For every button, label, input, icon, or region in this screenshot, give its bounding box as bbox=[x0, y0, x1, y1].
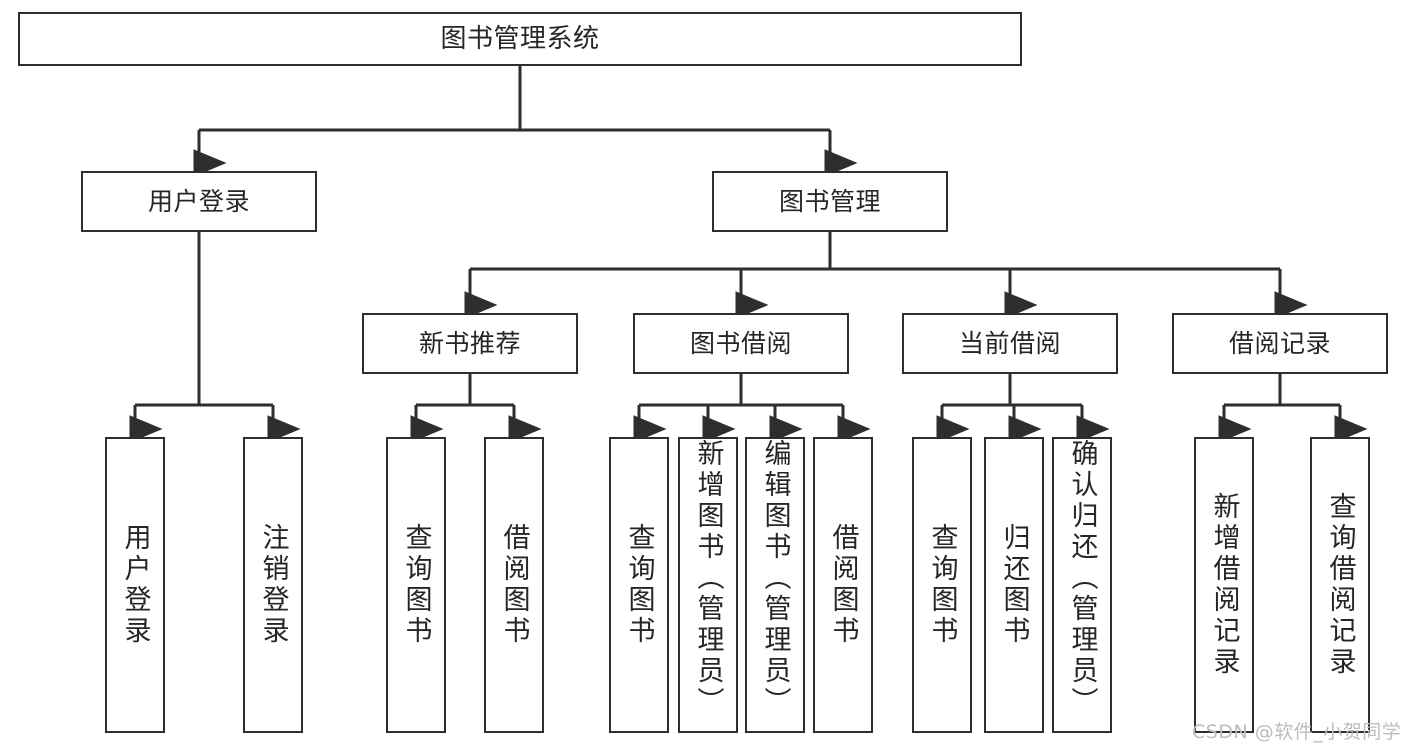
node-leaf-query-book-2[interactable]: 查询图书 bbox=[609, 437, 669, 733]
edge-group-borrow-record bbox=[1218, 374, 1368, 443]
edge-group-root bbox=[193, 66, 858, 177]
node-current-borrow[interactable]: 当前借阅 bbox=[902, 313, 1118, 374]
leaf-label: 用户登录 bbox=[119, 523, 151, 647]
leaf-label: 查询图书 bbox=[400, 523, 432, 647]
node-leaf-edit-book[interactable]: 编辑图书（管理员） bbox=[745, 437, 805, 733]
node-leaf-logout[interactable]: 注销登录 bbox=[243, 437, 303, 733]
node-leaf-add-record[interactable]: 新增借阅记录 bbox=[1194, 437, 1254, 733]
leaf-label: 新增借阅记录 bbox=[1208, 492, 1240, 678]
leaf-label: 新增图书（管理员） bbox=[692, 439, 724, 718]
leaf-label: 归还图书 bbox=[998, 523, 1030, 647]
edge-group-book-borrow bbox=[633, 374, 871, 443]
leaf-label: 查询图书 bbox=[623, 523, 655, 647]
leaf-label: 查询借阅记录 bbox=[1324, 492, 1356, 678]
leaf-label: 编辑图书（管理员） bbox=[759, 439, 791, 718]
node-root-system[interactable]: 图书管理系统 bbox=[18, 12, 1022, 66]
edge-group-current-borrow bbox=[936, 374, 1110, 443]
edge-group-new-book-recommend bbox=[410, 374, 542, 443]
node-leaf-query-book-1[interactable]: 查询图书 bbox=[386, 437, 446, 733]
edge-group-user-login bbox=[129, 232, 301, 443]
node-leaf-return-book[interactable]: 归还图书 bbox=[984, 437, 1044, 733]
node-user-login[interactable]: 用户登录 bbox=[81, 171, 317, 232]
edge-group-book-manage bbox=[464, 232, 1308, 319]
csdn-watermark: CSDN @软件_小贺同学 bbox=[1192, 721, 1402, 743]
node-borrow-record[interactable]: 借阅记录 bbox=[1172, 313, 1388, 374]
node-new-book-recommend[interactable]: 新书推荐 bbox=[362, 313, 578, 374]
node-leaf-borrow-book-1[interactable]: 借阅图书 bbox=[484, 437, 544, 733]
leaf-label: 查询图书 bbox=[926, 523, 958, 647]
node-leaf-query-book-3[interactable]: 查询图书 bbox=[912, 437, 972, 733]
node-leaf-confirm-return[interactable]: 确认归还（管理员） bbox=[1052, 437, 1112, 733]
leaf-label: 借阅图书 bbox=[498, 523, 530, 647]
node-leaf-query-record[interactable]: 查询借阅记录 bbox=[1310, 437, 1370, 733]
leaf-label: 注销登录 bbox=[257, 523, 289, 647]
node-book-manage[interactable]: 图书管理 bbox=[712, 171, 948, 232]
node-leaf-user-login[interactable]: 用户登录 bbox=[105, 437, 165, 733]
leaf-label: 借阅图书 bbox=[827, 523, 859, 647]
node-leaf-add-book[interactable]: 新增图书（管理员） bbox=[678, 437, 738, 733]
node-book-borrow[interactable]: 图书借阅 bbox=[633, 313, 849, 374]
leaf-label: 确认归还（管理员） bbox=[1066, 439, 1098, 718]
node-leaf-borrow-book-2[interactable]: 借阅图书 bbox=[813, 437, 873, 733]
